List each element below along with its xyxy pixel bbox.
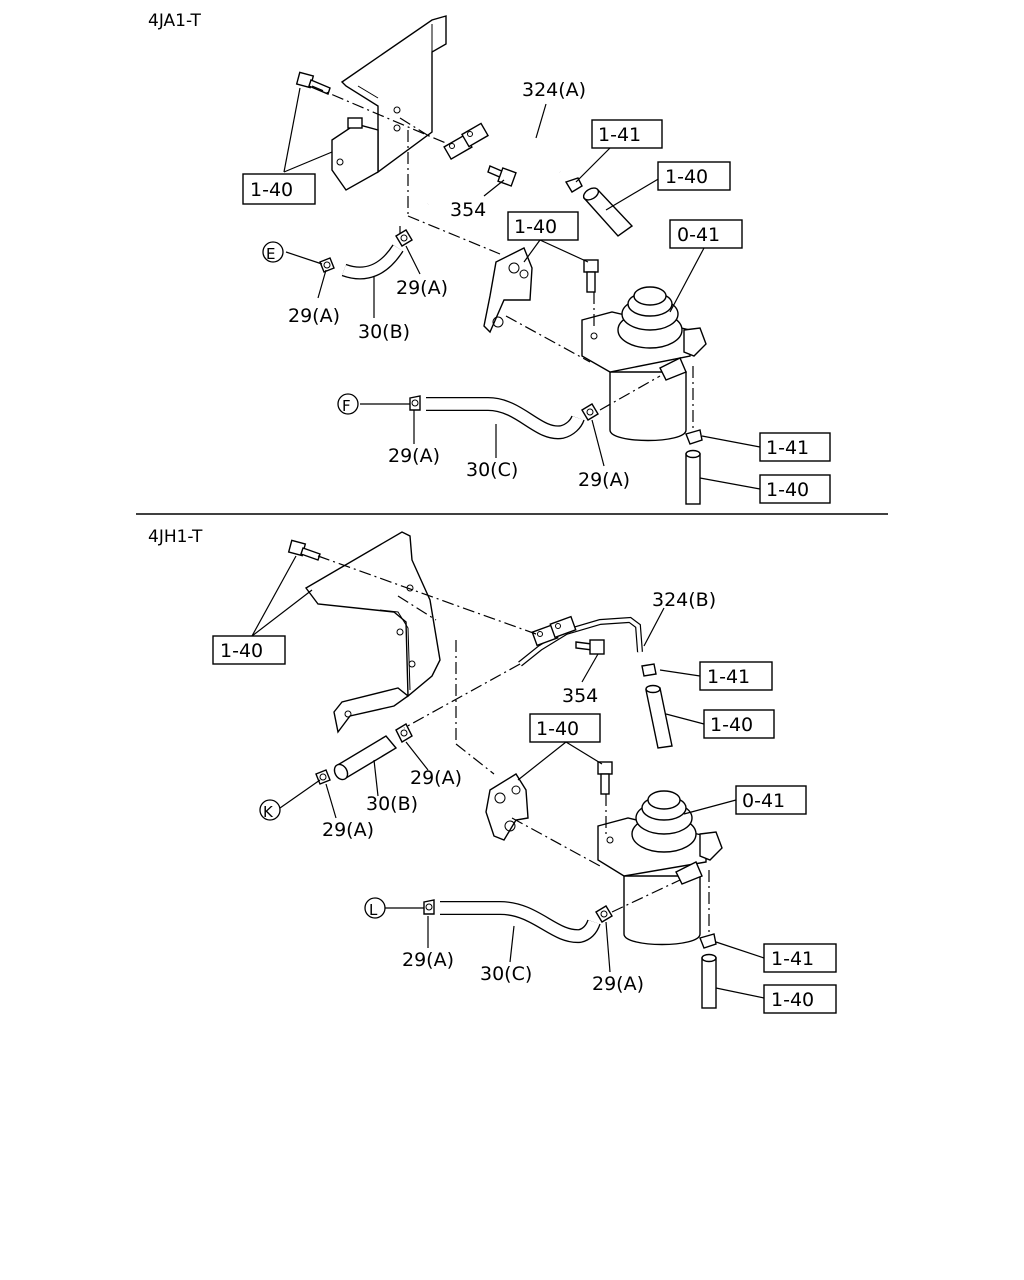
bottom-callout-1-40-lower: 1-40 — [771, 989, 814, 1011]
bottom-callout-1-40-bolt: 1-40 — [220, 640, 263, 662]
bottom-callout-30b: 30(B) — [366, 793, 418, 815]
bottom-hose-30b — [333, 735, 398, 781]
top-bolt-354 — [487, 165, 517, 187]
top-hose-30c — [426, 397, 585, 440]
top-clip-29a-filter — [581, 403, 599, 421]
top-hose-lower-right — [685, 449, 701, 505]
bottom-marker-k — [259, 799, 281, 821]
top-callout-1-41-lower: 1-41 — [766, 437, 809, 459]
bottom-callout-0-41: 0-41 — [742, 790, 785, 812]
top-filter-bracket — [483, 247, 533, 334]
bottom-bolt-354 — [575, 639, 605, 655]
bottom-fuel-pipe-324b — [518, 615, 643, 667]
top-callout-1-40-lower: 1-40 — [766, 479, 809, 501]
bottom-callout-354: 354 — [562, 685, 598, 707]
top-callout-1-40-bracket: 1-40 — [514, 216, 557, 238]
top-engine-header: 4JA1-T — [148, 11, 202, 31]
top-mounting-bracket — [331, 15, 447, 191]
top-clip-lower-right — [685, 429, 703, 445]
bottom-callout-1-40-bracket: 1-40 — [536, 718, 579, 740]
top-bolt-bracket — [583, 259, 599, 293]
top-marker-e-label: E — [266, 245, 275, 263]
top-clip-29a-mid — [395, 229, 413, 247]
bottom-clip-lower-right — [699, 933, 717, 949]
bottom-callout-1-41-lower: 1-41 — [771, 948, 814, 970]
top-marker-f — [337, 393, 359, 415]
top-marker-e — [262, 241, 284, 263]
bottom-callout-1-41-upper: 1-41 — [707, 666, 750, 688]
bottom-bolt-bracket — [597, 761, 613, 795]
bottom-marker-l — [364, 897, 386, 919]
top-bolt-upper — [295, 71, 331, 95]
top-callout-30b: 30(B) — [358, 321, 410, 343]
top-hose-upper-right — [582, 187, 634, 237]
top-section: 4JA1-T — [148, 11, 831, 505]
bottom-hose-lower-right — [701, 953, 717, 1009]
top-clip-29a-f — [409, 395, 421, 411]
bottom-mounting-bracket — [304, 531, 441, 734]
bottom-clip-29a-l — [423, 899, 435, 915]
bottom-callout-1-40-upper-right: 1-40 — [710, 714, 753, 736]
bottom-callout-29a-mid: 29(A) — [410, 767, 462, 789]
top-callout-1-41-upper: 1-41 — [598, 124, 641, 146]
bottom-callout-29a-left: 29(A) — [322, 819, 374, 841]
top-callout-29a-left: 29(A) — [288, 305, 340, 327]
top-clip-upper-right — [564, 177, 583, 193]
bottom-callout-29a-l: 29(A) — [402, 949, 454, 971]
top-callout-30c: 30(C) — [466, 459, 518, 481]
top-hose-30b — [341, 244, 404, 280]
bottom-marker-l-label: L — [369, 901, 378, 919]
bottom-clip-29a-filter — [595, 905, 613, 923]
bottom-hose-30c — [440, 901, 601, 944]
top-fuel-filter-assembly — [581, 286, 707, 442]
top-callout-29a-filter: 29(A) — [578, 469, 630, 491]
top-callout-0-41: 0-41 — [677, 224, 720, 246]
bottom-clip-29a-mid — [395, 723, 413, 743]
top-clip-29a-left — [319, 257, 335, 273]
top-callout-1-40-bolt: 1-40 — [250, 179, 293, 201]
bottom-filter-bracket — [485, 773, 529, 841]
top-callout-29a-mid: 29(A) — [396, 277, 448, 299]
bottom-bolt-upper — [287, 539, 321, 561]
top-marker-f-label: F — [342, 397, 351, 415]
top-callout-354: 354 — [450, 199, 486, 221]
bottom-callout-29a-filter: 29(A) — [592, 973, 644, 995]
bottom-hose-upper-right — [645, 684, 673, 749]
bottom-marker-k-label: K — [263, 803, 274, 821]
bottom-callout-324b: 324(B) — [652, 589, 716, 611]
bottom-engine-header: 4JH1-T — [148, 527, 203, 547]
bottom-callout-30c: 30(C) — [480, 963, 532, 985]
top-callout-1-40-upper-right: 1-40 — [665, 166, 708, 188]
bottom-clip-upper-right — [641, 663, 657, 677]
bottom-fuel-filter-assembly — [597, 790, 723, 946]
top-callout-324a: 324(A) — [522, 79, 586, 101]
bottom-section: 4JH1-T — [148, 527, 837, 1014]
top-callout-29a-f: 29(A) — [388, 445, 440, 467]
top-fuel-pipe-324a — [426, 122, 562, 205]
